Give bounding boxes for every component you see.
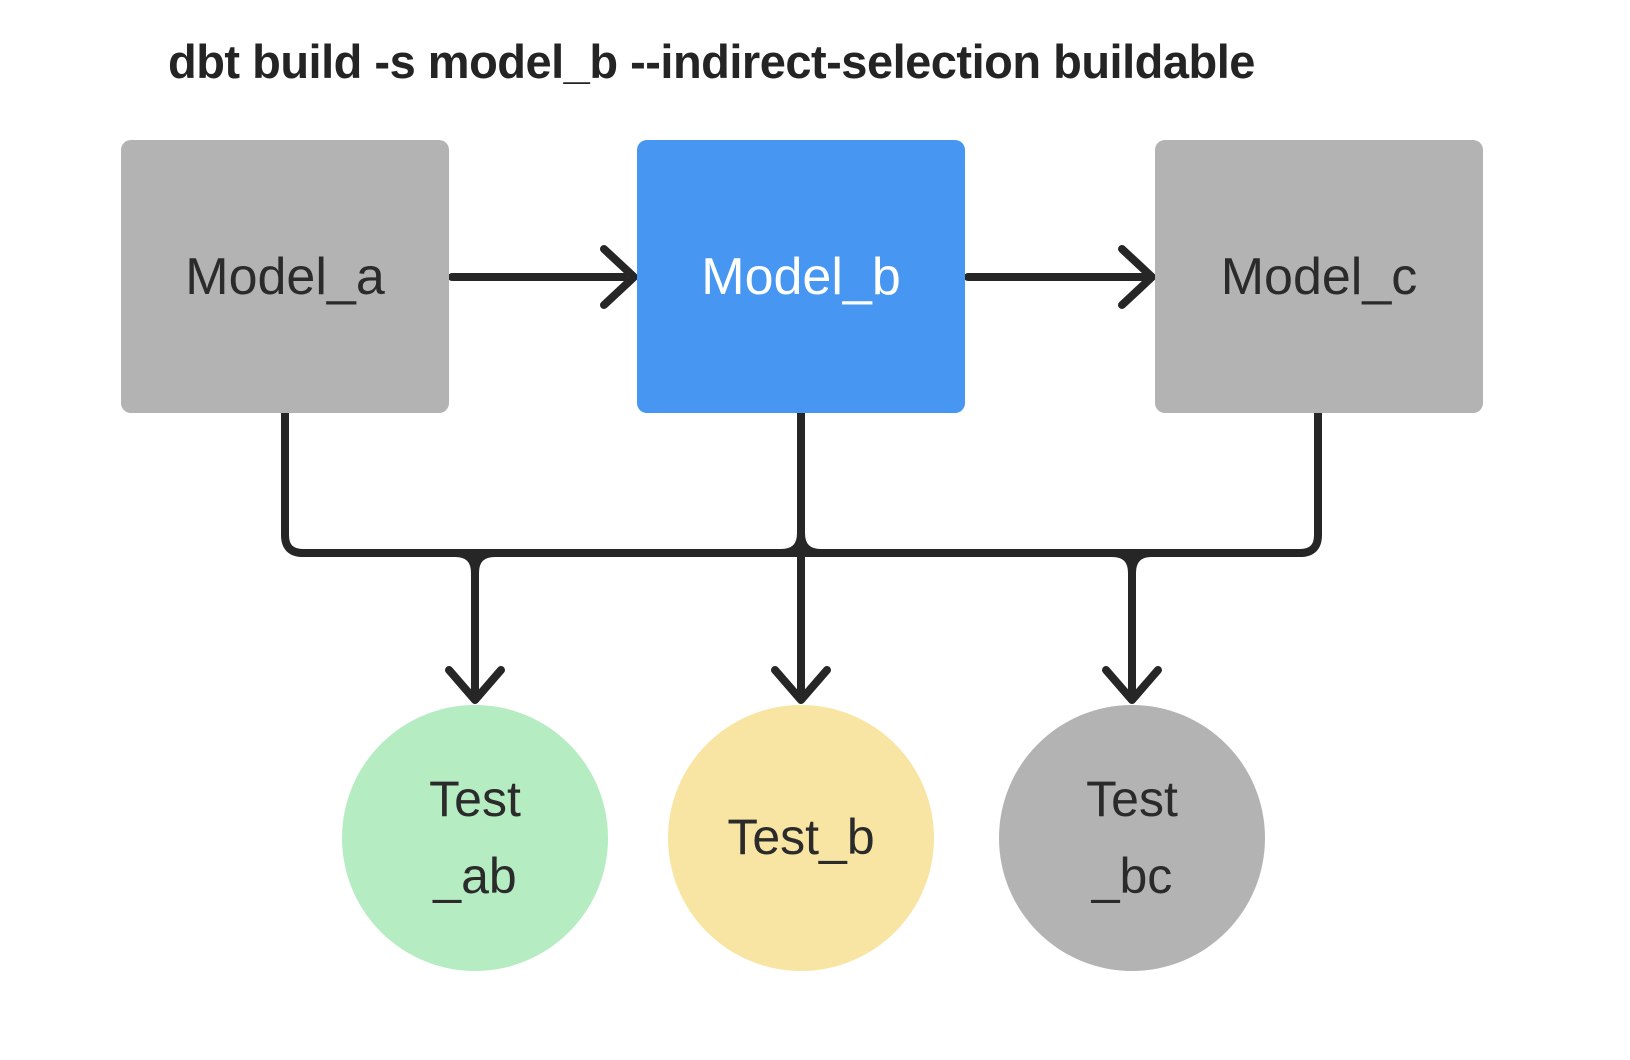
node-model-c: Model_c: [1155, 140, 1483, 413]
node-test-b: Test_b: [668, 705, 934, 971]
node-model-a-label: Model_a: [185, 247, 385, 306]
node-test-bc-label-line1: Test: [1086, 770, 1178, 827]
fillet-test-bc-right: [1128, 549, 1156, 577]
arrowhead-model-c: [1118, 245, 1156, 309]
arrowhead-test-ab: [445, 666, 505, 704]
node-model-c-label: Model_c: [1220, 247, 1418, 306]
node-test-bc-label-line2: _bc: [1091, 848, 1173, 904]
arrowhead-test-b: [771, 666, 831, 704]
node-model-a: Model_a: [121, 140, 449, 413]
node-model-b-label: Model_b: [701, 247, 901, 306]
arrowhead-model-b: [600, 245, 638, 309]
node-test-ab-label-line1: Test: [429, 770, 521, 827]
fillet-test-ab-right: [471, 549, 499, 577]
node-model-b: Model_b: [637, 140, 965, 413]
diagram-title: dbt build -s model_b --indirect-selectio…: [168, 35, 1255, 88]
node-test-bc: Test _bc: [999, 705, 1265, 971]
node-test-ab-label-line2: _ab: [433, 848, 517, 904]
arrowhead-test-bc: [1102, 666, 1162, 704]
node-test-ab: Test _ab: [342, 705, 608, 971]
node-test-b-label-line1: Test_b: [727, 809, 875, 866]
fillet-model-b-right: [797, 529, 825, 557]
